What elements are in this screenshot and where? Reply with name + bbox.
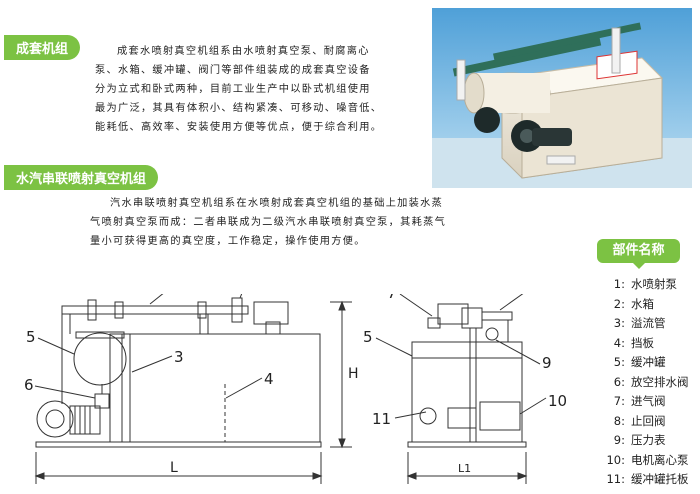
part-name: 放空排水阀 [631,374,689,389]
dimension-H: H [348,366,359,382]
side-view [375,294,547,484]
callout-5-side: 5 [363,328,373,346]
front-view [34,294,352,484]
part-item: 2: 水箱 [595,295,689,315]
callout-11: 11 [372,410,391,428]
callout-4: 4 [264,370,274,388]
part-name: 水喷射泵 [631,277,677,291]
callout-7: 7 [387,294,397,302]
part-number: 10: [606,452,625,467]
para-line: 能耗低、高效率、安装使用方便等优点，便于综合利用。 [95,122,383,133]
para-line: 成套水喷射真空机组系由水喷射真空泵、耐腐离心 [117,46,370,57]
part-item: 4: 挡板 [595,334,689,354]
section-title-complete-unit: 成套机组 [3,35,81,60]
part-item: 9: 压力表 [595,431,689,451]
para-line: 最为广泛，其具有体积小、结构紧凑、可移动、噪音低、 [95,103,383,114]
part-number: 8: [613,413,625,428]
product-photo [432,8,692,188]
part-number: 7: [613,394,625,408]
part-item: 6: 放空排水阀 [595,373,689,393]
part-name: 缓冲罐 [631,355,666,369]
part-name: 进气阀 [631,394,666,408]
part-item: 5: 缓冲罐 [595,353,689,373]
part-item: 11: 缓冲罐托板 [595,470,689,490]
part-number: 4: [613,335,625,350]
para-line: 量小可获得更高的真空度，工作稳定，操作使用方便。 [90,236,366,247]
parts-list: 1: 水喷射泵 2: 水箱 3: 溢流管 4: 挡板 5: 缓冲罐 6: 放空排水阀 7: 进气阀 8: 止回… [595,275,689,490]
part-item: 1: 水喷射泵 [595,275,689,295]
callout-9: 9 [542,354,552,372]
callout-10: 10 [548,392,567,410]
part-name: 缓冲罐托板 [631,472,689,486]
dimension-L1: L1 [458,462,471,475]
part-item: 10: 电机离心泵 [595,451,689,471]
callout-5: 5 [26,328,36,346]
part-number: 9: [613,433,625,447]
part-item: 3: 溢流管 [595,314,689,334]
parts-title: 部件名称 [597,239,680,269]
part-name: 压力表 [631,433,666,447]
para-line: 汽水串联喷射真空机组系在水喷射成套真空机组的基础上加装水蒸 [110,198,444,209]
part-number: 2: [613,296,625,311]
part-item: 8: 止回阀 [595,412,689,432]
part-name: 电机离心泵 [631,452,689,467]
part-number: 3: [613,316,625,330]
part-number: 1: [613,277,625,291]
part-number: 6: [613,374,625,389]
section-title-steam-water-unit: 水汽串联喷射真空机组 [3,165,159,190]
part-name: 溢流管 [631,316,666,330]
callout-6: 6 [24,376,34,394]
technical-drawing: 1 2 3 4 5 6 7 8 5 9 10 11 L H L1 [24,294,567,484]
para-line: 气喷射真空泵而成：二者串联成为二级汽水串联喷射真空泵，其耗蒸气 [90,217,447,228]
section2-paragraph: 汽水串联喷射真空机组系在水喷射成套真空机组的基础上加装水蒸 气喷射真空泵而成：二… [90,194,590,251]
section1-paragraph: 成套水喷射真空机组系由水喷射真空泵、耐腐离心 泵、水箱、缓冲罐、阀门等部件组装成… [95,42,425,137]
callout-3: 3 [174,348,184,366]
para-line: 分为立式和卧式两种，目前工业生产中以卧式机组使用 [95,84,371,95]
dimension-L: L [170,460,178,476]
part-name: 挡板 [631,335,654,350]
part-number: 11: [606,472,625,486]
para-line: 泵、水箱、缓冲罐、阀门等部件组装成的成套真空设备 [95,65,371,76]
part-item: 7: 进气阀 [595,392,689,412]
part-name: 水箱 [631,296,654,311]
part-name: 止回阀 [631,413,666,428]
part-number: 5: [613,355,625,369]
